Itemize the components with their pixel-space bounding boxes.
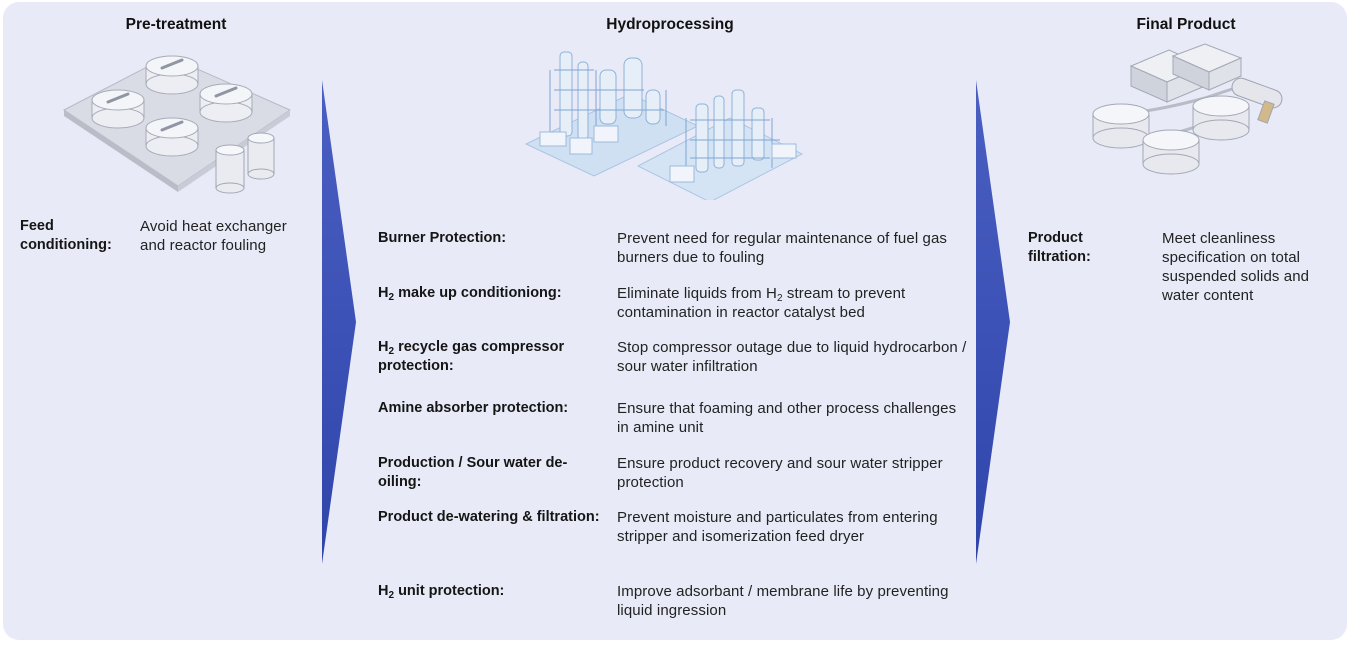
burner-protection-description: Prevent need for regular maintenance of … xyxy=(617,230,948,266)
flow-arrow-icon xyxy=(322,80,356,564)
storage-tanks-icon xyxy=(63,55,292,194)
h2-makeup-conditioning-description: Eliminate liquids from H2 stream to prev… xyxy=(617,285,906,321)
sour-water-deoiling-label: Production / Sour water de-oiling: xyxy=(378,455,568,490)
amine-absorber-description: Ensure that foaming and other process ch… xyxy=(617,400,957,436)
product-filtration-label: Product filtration: xyxy=(1028,230,1091,265)
h2-recycle-compressor-description: Stop compressor outage due to liquid hyd… xyxy=(617,339,967,375)
h2-recycle-compressor-label: H2 recycle gas compressor protection: xyxy=(378,339,565,374)
product-storage-icon xyxy=(1092,43,1283,175)
stage-title-pretreatment: Pre-treatment xyxy=(125,16,227,33)
h2-makeup-conditioning-label: H2 make up conditioniong: xyxy=(378,285,562,303)
stage-title-final-product: Final Product xyxy=(1136,16,1236,33)
product-filtration-description: Meet cleanliness specification on total … xyxy=(1162,230,1310,304)
h2-unit-protection-label: H2 unit protection: xyxy=(378,583,505,601)
amine-absorber-label: Amine absorber protection: xyxy=(378,400,569,416)
flow-arrow-icon xyxy=(976,80,1010,564)
burner-protection-label: Burner Protection: xyxy=(378,230,507,246)
sour-water-deoiling-description: Ensure product recovery and sour water s… xyxy=(617,455,943,491)
feed-conditioning-label: Feed conditioning: xyxy=(20,218,112,253)
product-dewatering-description: Prevent moisture and particulates from e… xyxy=(617,509,938,545)
h2-unit-protection-description: Improve adsorbant / membrane life by pre… xyxy=(617,583,949,619)
feed-conditioning-description: Avoid heat exchanger and reactor fouling xyxy=(140,218,287,254)
refinery-towers-icon xyxy=(524,51,804,200)
stage-title-hydroprocessing: Hydroprocessing xyxy=(606,16,734,33)
product-dewatering-label: Product de-watering & filtration: xyxy=(378,509,600,525)
